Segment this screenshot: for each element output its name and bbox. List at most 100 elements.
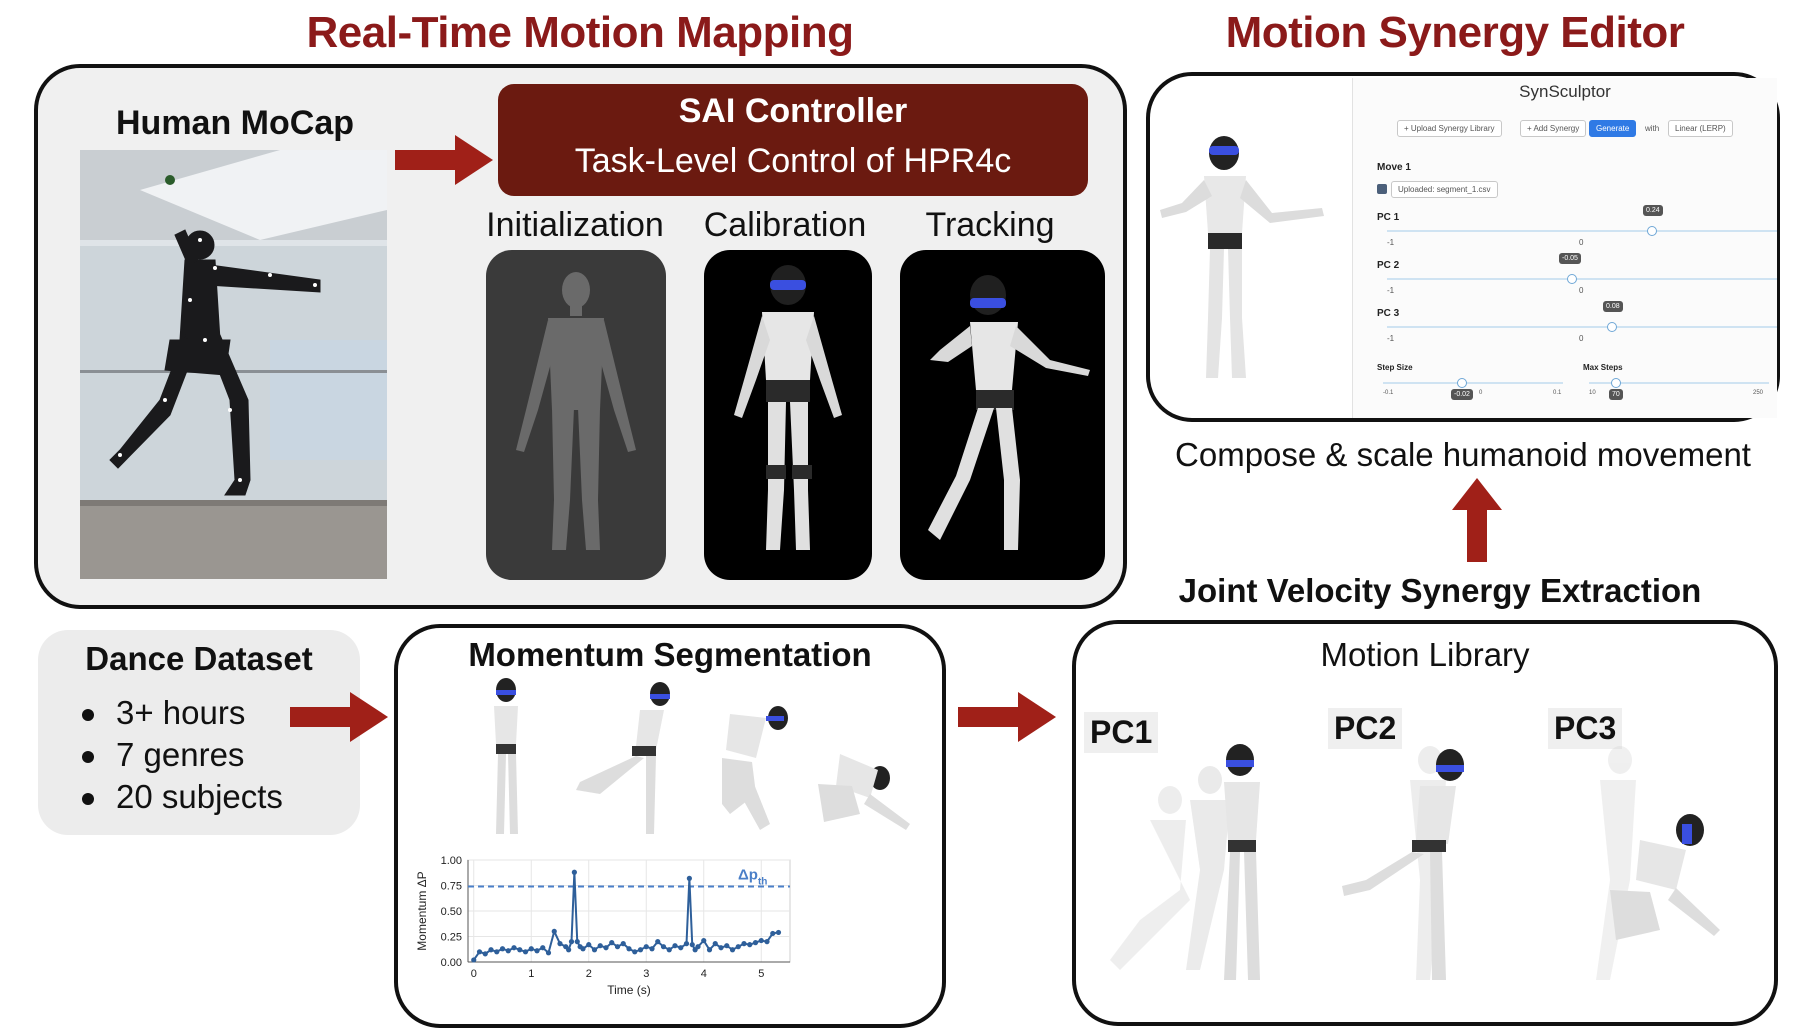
x-tick-label: 0 <box>471 968 477 980</box>
data-point <box>528 946 534 952</box>
bullet-icon <box>82 793 94 806</box>
motion-library-title: Motion Library <box>1320 636 1530 673</box>
data-point <box>614 944 621 950</box>
max-steps-slider[interactable] <box>1589 382 1769 384</box>
data-point <box>568 939 575 945</box>
chart-axes <box>467 860 790 963</box>
method-select[interactable]: Linear (LERP) <box>1668 120 1733 137</box>
synsculptor-title: SynSculptor <box>1519 82 1611 101</box>
add-synergy-button[interactable]: + Add Synergy <box>1520 120 1587 137</box>
pc3-label: PC 3 <box>1377 308 1400 319</box>
segmentation-title: Momentum Segmentation <box>468 636 872 673</box>
dataset-item: 3+ hours <box>82 692 283 734</box>
data-point <box>597 943 603 949</box>
pc1-value: 0.24 <box>1643 205 1663 216</box>
pc3-min: -1 <box>1387 334 1395 343</box>
move-label: Move 1 <box>1377 162 1411 173</box>
step-size-thumb[interactable] <box>1457 378 1467 388</box>
initialization-mannequin-image <box>486 250 666 580</box>
pc1-slider[interactable] <box>1387 230 1777 232</box>
step-size-mid: 0 <box>1479 390 1483 396</box>
step-size-value: -0.02 <box>1451 389 1473 400</box>
pc1-slider-thumb[interactable] <box>1647 226 1657 236</box>
data-point <box>557 941 563 947</box>
stage-calibration-label: Calibration <box>703 206 867 244</box>
dataset-item-label: 3+ hours <box>116 694 246 731</box>
arrow-up-icon <box>1452 478 1502 562</box>
pc2-slider-thumb[interactable] <box>1567 274 1577 284</box>
data-point <box>729 947 736 953</box>
data-point <box>775 929 782 936</box>
data-point <box>637 947 644 953</box>
pc2-value: -0.05 <box>1559 253 1581 264</box>
step-size-min: -0.1 <box>1383 390 1394 396</box>
pc1-min: -1 <box>1387 238 1395 247</box>
dance-dataset-box: Dance Dataset 3+ hours 7 genres 20 subje… <box>38 630 360 835</box>
heading-real-time-motion-mapping: Real-Time Motion Mapping <box>306 8 854 57</box>
calibration-robot-image <box>704 250 872 580</box>
data-point <box>764 939 770 945</box>
data-point <box>632 949 638 955</box>
y-tick-label: 0.50 <box>441 906 462 918</box>
x-tick-label: 2 <box>586 968 592 980</box>
bullet-icon <box>82 709 94 722</box>
data-point <box>545 950 552 956</box>
sai-title: SAI Controller <box>678 92 908 130</box>
step-size-slider[interactable] <box>1383 382 1563 384</box>
pc1-tag: PC1 <box>1084 712 1159 753</box>
data-point <box>718 945 724 951</box>
data-point <box>571 869 577 875</box>
threshold-subscript: th <box>758 877 767 888</box>
max-steps-max: 250 <box>1753 390 1764 396</box>
data-point <box>603 945 609 951</box>
data-point <box>580 946 586 952</box>
data-point <box>683 941 690 947</box>
arrow-right-icon <box>958 692 1056 742</box>
sai-controller-box: SAI Controller Task-Level Control of HPR… <box>498 84 1088 196</box>
data-point <box>499 946 506 952</box>
generate-button[interactable]: Generate <box>1589 120 1637 137</box>
data-point <box>689 942 695 948</box>
stage-initialization-label: Initialization <box>486 206 664 244</box>
pc2-mid: 0 <box>1579 286 1584 295</box>
data-point <box>505 948 511 954</box>
x-tick-label: 5 <box>758 968 764 980</box>
max-steps-min: 10 <box>1589 390 1596 396</box>
data-point <box>488 947 494 953</box>
segmentation-poses-image <box>494 678 910 834</box>
data-point <box>672 943 678 949</box>
data-point <box>609 940 615 946</box>
data-point <box>574 939 580 945</box>
pc3-value: 0.08 <box>1603 301 1623 312</box>
pc3-slider[interactable] <box>1387 326 1777 328</box>
data-point <box>660 944 667 950</box>
data-point <box>551 928 557 934</box>
x-axis-label: Time (s) <box>607 983 651 997</box>
pc3-slider-thumb[interactable] <box>1607 322 1617 332</box>
data-point <box>471 957 477 963</box>
dataset-item: 7 genres <box>82 734 283 776</box>
pc2-slider[interactable] <box>1387 278 1777 280</box>
stage-tracking-label: Tracking <box>925 206 1055 244</box>
upload-synergy-library-button[interactable]: + Upload Synergy Library <box>1397 120 1502 137</box>
editor-caption: Compose & scale humanoid movement <box>1175 436 1751 473</box>
x-tick-label: 4 <box>701 968 707 980</box>
data-point <box>695 944 701 950</box>
data-point <box>747 942 753 948</box>
with-label: with <box>1645 124 1660 133</box>
mocap-photo <box>80 150 387 579</box>
sai-subtitle: Task-Level Control of HPR4c <box>574 142 1012 180</box>
data-point <box>741 941 747 947</box>
dropdown-icon[interactable] <box>1377 184 1387 194</box>
max-steps-thumb[interactable] <box>1611 378 1621 388</box>
pc3-tag: PC3 <box>1548 708 1623 749</box>
data-point <box>735 944 741 950</box>
data-point <box>752 940 759 946</box>
pc2-tag: PC2 <box>1328 708 1403 749</box>
arrow-right-icon <box>290 692 388 742</box>
pc1-label: PC 1 <box>1377 212 1400 223</box>
data-point <box>686 875 692 881</box>
pc2-label: PC 2 <box>1377 260 1400 271</box>
dataset-title: Dance Dataset <box>85 640 313 677</box>
